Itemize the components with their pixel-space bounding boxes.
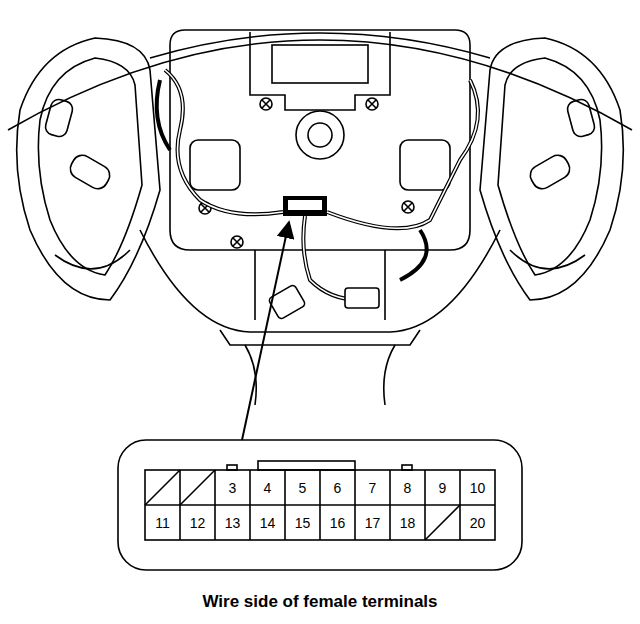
pin-number: 12 <box>190 515 206 531</box>
pin-number: 11 <box>155 515 170 531</box>
pin-number: 4 <box>264 480 272 496</box>
pin-number: 3 <box>229 480 237 496</box>
pin-number: 13 <box>225 515 241 531</box>
pin-number: 6 <box>334 480 342 496</box>
pin-number: 8 <box>404 480 412 496</box>
pin-number: 20 <box>470 515 486 531</box>
pin-number: 10 <box>470 480 486 496</box>
pin-number: 7 <box>369 480 377 496</box>
pin-number: 5 <box>299 480 307 496</box>
pin-number: 15 <box>295 515 311 531</box>
pin-number: 18 <box>400 515 416 531</box>
pin-number: 17 <box>365 515 381 531</box>
caption: Wire side of female terminals <box>202 592 437 612</box>
pin-number: 16 <box>330 515 346 531</box>
pin-number: 9 <box>439 480 447 496</box>
pin-number: 14 <box>260 515 276 531</box>
